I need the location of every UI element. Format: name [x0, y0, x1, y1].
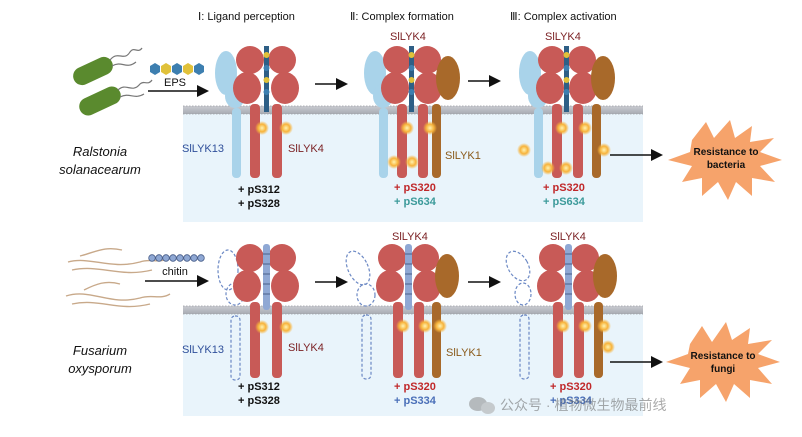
pathogen-name-line1: Fusarium	[73, 343, 127, 358]
outcome-burst	[666, 322, 780, 402]
complex-top-stage3	[517, 46, 615, 178]
watermark: 公众号 · 植物微生物最前线	[469, 397, 666, 414]
outcome-text-line1: Resistance to	[690, 351, 755, 362]
ligand-label: chitin	[162, 266, 188, 278]
membrane-bottom	[183, 305, 643, 315]
site-label: + pS328	[238, 395, 280, 407]
complex-label: SlLYK4	[550, 231, 586, 243]
lyk1-label: SlLYK1	[446, 347, 482, 359]
watermark-text: 公众号 · 植物微生物最前线	[500, 397, 666, 413]
stage-1-header: Ⅰ: Ligand perception	[198, 11, 295, 23]
site-label: + pS312	[238, 381, 280, 393]
eps-ligand-icon	[150, 63, 204, 75]
site-label: + pS320	[394, 182, 436, 194]
site-label: + pS334	[550, 395, 593, 407]
complex-label: SlLYK4	[390, 31, 426, 43]
site-label: + pS634	[543, 196, 586, 208]
chitin-ligand-icon	[148, 254, 205, 262]
complex-label: SlLYK4	[545, 31, 581, 43]
complex-bottom-stage1	[217, 244, 299, 381]
complex-top-stage2	[364, 46, 460, 178]
site-label: + pS328	[238, 198, 280, 210]
lyk13-label: SlLYK13	[182, 344, 224, 356]
stage-2-header: Ⅱ: Complex formation	[350, 11, 454, 23]
bacteria-illustration	[73, 47, 153, 116]
lyk13-label: SlLYK13	[182, 143, 224, 155]
complex-top-stage1	[215, 46, 299, 178]
outcome-text-line1: Resistance to	[693, 147, 758, 158]
site-label: + pS334	[394, 395, 437, 407]
site-label: + pS312	[238, 184, 280, 196]
lyk4-label: SlLYK4	[288, 342, 324, 354]
complex-bottom-stage3	[505, 244, 617, 380]
site-label: + pS320	[394, 381, 436, 393]
lyk4-label: SlLYK4	[288, 143, 324, 155]
complex-label: SlLYK4	[392, 231, 428, 243]
outcome-text-line2: fungi	[711, 364, 736, 375]
pathogen-name-line2: solanacearum	[59, 162, 141, 177]
lyk1-label: SlLYK1	[445, 150, 481, 162]
fungi-illustration	[65, 247, 171, 308]
stage-3-header: Ⅲ: Complex activation	[510, 11, 617, 23]
ligand-label: EPS	[164, 77, 186, 89]
pathogen-name-line1: Ralstonia	[73, 144, 127, 159]
site-label: + pS320	[543, 182, 585, 194]
pathogen-name-line2: oxysporum	[68, 361, 132, 376]
site-label: + pS634	[394, 196, 437, 208]
outcome-text-line2: bacteria	[707, 160, 746, 171]
site-label: + pS320	[550, 381, 592, 393]
outcome-burst	[668, 120, 782, 200]
complex-bottom-stage2	[345, 244, 459, 380]
